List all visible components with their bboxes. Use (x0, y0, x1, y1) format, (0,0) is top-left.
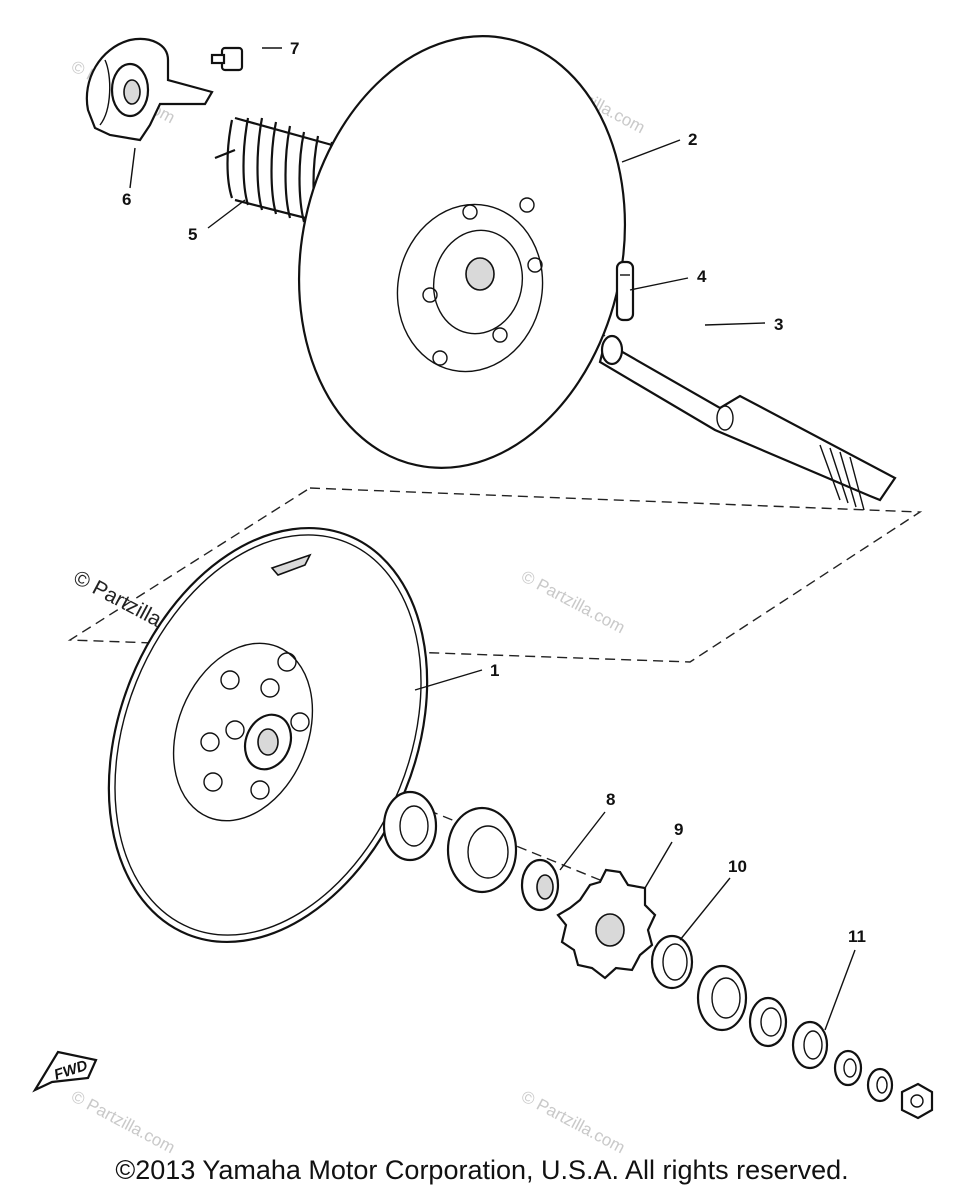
watermark: © Partzilla.com (518, 1087, 628, 1158)
part-2-sheave (297, 35, 627, 469)
callout-4: 4 (697, 267, 707, 286)
washer (833, 1049, 863, 1087)
bearing-large (446, 806, 518, 894)
part-9-sprocket (556, 868, 657, 980)
watermark: © Partzilla.com (518, 567, 628, 638)
part-1-sheave (107, 526, 429, 944)
callout-11: 11 (848, 927, 866, 946)
bearing-small (748, 996, 788, 1048)
bearing-rear (696, 964, 748, 1032)
callout-2: 2 (688, 130, 697, 149)
part-8-collar (520, 858, 560, 912)
callout-10: 10 (728, 857, 747, 876)
callout-7: 7 (290, 39, 299, 58)
part-11-ring (791, 1020, 829, 1070)
bearing-front (382, 790, 438, 862)
part-10-ring (650, 934, 694, 990)
callout-9: 9 (674, 820, 683, 839)
watermark: © Partzilla.com (68, 1087, 178, 1158)
fwd-arrow-icon: FWD (32, 1050, 98, 1093)
callout-3: 3 (774, 315, 783, 334)
callout-8: 8 (606, 790, 615, 809)
leader-lines (129, 47, 856, 1031)
part-6-cam-bracket (85, 37, 214, 142)
part-3-shaft (598, 334, 897, 511)
callout-1: 1 (490, 661, 499, 680)
callout-5: 5 (188, 225, 197, 244)
assembly-plane-outline (67, 487, 923, 663)
part-4-roller-pin (615, 260, 635, 322)
callout-6: 6 (122, 190, 131, 209)
washer (866, 1067, 894, 1103)
part-7-pin (210, 46, 244, 72)
copyright-notice: ©2013 Yamaha Motor Corporation, U.S.A. A… (115, 1155, 849, 1185)
nut (900, 1082, 934, 1120)
